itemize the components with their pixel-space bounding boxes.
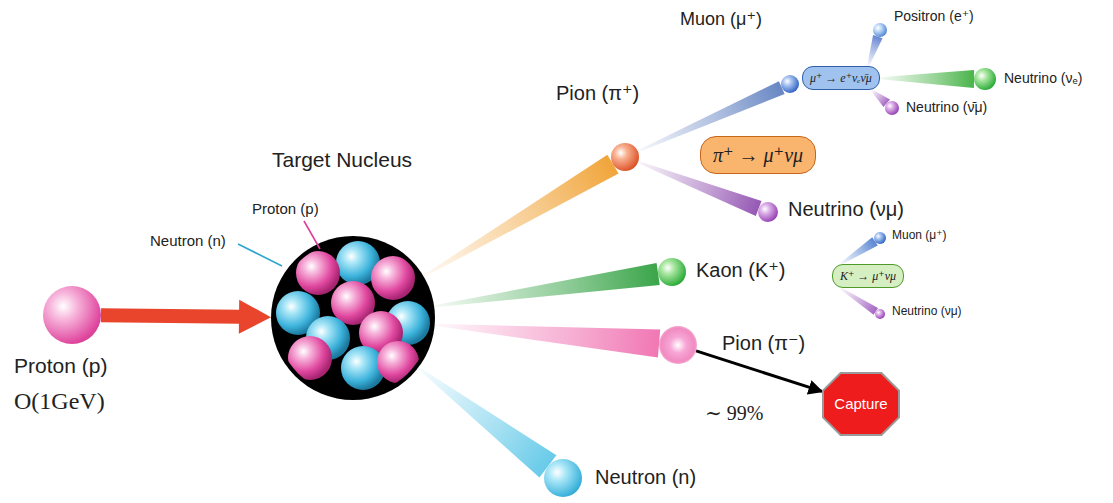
particle-name: Kaon (K⁺) [696,259,785,282]
nucleons [276,241,430,390]
particle-track [867,35,882,66]
beam-arrow [101,300,271,334]
octagon-shape [823,373,899,435]
particle-name: Neutrino (ν̄μ) [906,99,987,115]
part-label: Neutron (n) [150,232,226,249]
decay-formula: μ⁺ → e⁺νₑν̄μ [810,71,872,85]
capture-arrow [696,351,822,392]
proton-sphere [371,256,415,300]
decay-formula: π⁺ → μ⁺νμ [713,143,803,167]
energy-scale: O(1GeV) [14,388,105,416]
particle-track [435,324,661,358]
decay-formula: K⁺ → μ⁺νμ [840,269,896,283]
target-nucleus: Target Nucleus [271,236,435,400]
particle-name: Pion (π⁻) [722,332,805,355]
particle-name: Neutrino (νμ) [892,305,962,319]
edge-label: ∼ 99% [703,402,765,425]
pion-ball: Pion (π⁻) [659,326,697,364]
proton-sphere [288,336,332,380]
particle-track [423,155,618,277]
capture-label: Capture [834,395,887,413]
nucleus-disc [271,236,435,400]
particle-track [840,288,878,315]
neutrino-ball: Neutrino (νμ) [758,202,778,222]
particle-name: Muon (μ⁺) [892,229,947,243]
muon-ball: Muon (μ⁺) [781,75,799,93]
neutrino-ball: Neutrino (νₑ) [974,68,996,90]
particle-track [880,70,974,88]
nucleus-title: Target Nucleus [272,148,412,172]
neutrino-ball: Neutrino (νμ) [875,309,885,319]
particle-track [418,367,557,478]
muon-ball: Muon (μ⁺) [874,232,886,244]
leader-line [238,244,282,266]
particle-name: Pion (π⁺) [556,82,639,105]
particle-name: Neutrino (νμ) [788,198,904,221]
particle-name: Positron (e⁺) [894,8,974,24]
particle-name: Proton (p) [14,354,107,378]
positron-ball: Positron (e⁺) [873,23,887,37]
particle-track [434,263,660,307]
proton-sphere [296,251,340,295]
kaon-ball: Kaon (K⁺) [658,258,686,286]
neutron-ball: Neutron (n) [544,459,582,497]
capture-octagon: Capture [822,372,900,436]
decay-formula-box: π⁺ → μ⁺νμ [700,136,816,174]
proton-ball: Proton (p)O(1GeV) [43,286,101,344]
neutrino-ball: Neutrino (ν̄μ) [885,101,899,115]
proton-sphere [377,341,419,383]
particle-name: Neutron (n) [595,466,696,489]
particle-name: Muon (μ⁺) [680,9,762,30]
pion-ball: Pion (π⁺) [611,143,639,171]
part-label: Proton (p) [252,200,319,217]
decay-formula-box: K⁺ → μ⁺νμ [832,264,904,288]
decay-formula-box: μ⁺ → e⁺νₑν̄μ [802,66,880,90]
particle-name: Neutrino (νₑ) [1004,70,1082,86]
leader-line [304,221,320,249]
particle-track [840,237,878,265]
